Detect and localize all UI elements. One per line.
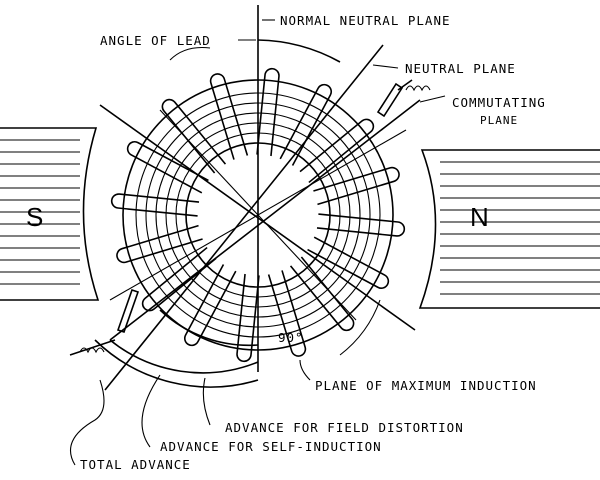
armature-coil [316, 213, 406, 237]
armature-coil [307, 236, 390, 289]
armature-coil [141, 246, 217, 312]
plane-lines [99, 5, 421, 391]
label-90-degrees: 90° [278, 330, 304, 345]
label-advance-field-distortion: ADVANCE FOR FIELD DISTORTION [225, 420, 464, 435]
armature-coil [256, 67, 280, 157]
brushes [69, 79, 431, 356]
label-normal-neutral-plane: NORMAL NEUTRAL PLANE [280, 13, 451, 28]
armature-coil [161, 98, 227, 174]
label-commutating-plane: COMMUTATING [452, 95, 546, 110]
armature-coil [110, 193, 200, 217]
label-angle-of-lead: ANGLE OF LEAD [100, 33, 211, 48]
leader-lines [70, 19, 446, 466]
commutating-plane-line [109, 99, 421, 341]
label-plane-max-induction: PLANE OF MAXIMUM INDUCTION [315, 378, 537, 393]
neutral-plane-line [104, 44, 384, 391]
south-pole-piece [0, 127, 100, 301]
armature-coil [236, 273, 260, 363]
max-induction-plane-line [99, 104, 416, 331]
label-pole-s: S [26, 202, 43, 232]
label-pole-n: N [470, 202, 489, 232]
label-advance-self-induction: ADVANCE FOR SELF-INDUCTION [160, 439, 382, 454]
armature-coil [279, 83, 332, 166]
armature-coil [313, 166, 400, 206]
armature-coil [184, 264, 237, 347]
label-commutating-plane-2: PLANE [480, 114, 518, 127]
armature-coil [289, 256, 355, 332]
armature-coil [267, 270, 307, 357]
label-total-advance: TOTAL ADVANCE [80, 457, 191, 472]
armature-coil [209, 73, 249, 160]
armature-coil [126, 141, 209, 194]
armature-coil [116, 224, 203, 264]
armature-coil [299, 118, 375, 184]
label-neutral-plane: NEUTRAL PLANE [405, 61, 516, 76]
advance-arcs [94, 39, 381, 388]
armature-coils [110, 67, 406, 363]
north-pole-piece [418, 149, 600, 309]
